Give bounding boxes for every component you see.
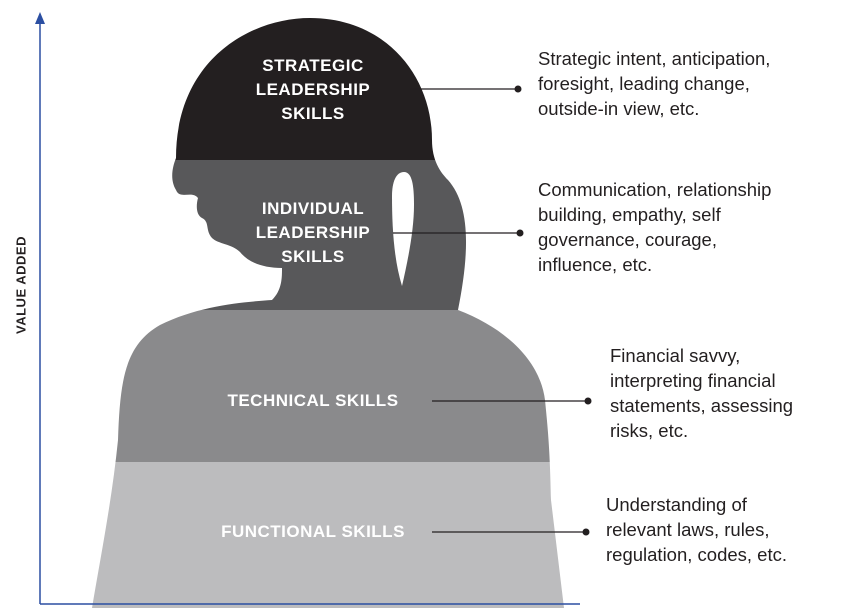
- tier-label-individual: INDIVIDUAL LEADERSHIP SKILLS: [243, 197, 383, 269]
- description-line: outside-in view, etc.: [538, 98, 700, 119]
- connector-dot-individual: [516, 229, 524, 237]
- connector-dot-technical: [584, 397, 592, 405]
- connectors: [393, 85, 592, 536]
- connector-dot-strategic: [514, 85, 522, 93]
- description-line: statements, assessing: [610, 395, 794, 416]
- tier-label-line: INDIVIDUAL: [261, 199, 365, 218]
- tier-label-functional: FUNCTIONAL SKILLS: [203, 520, 423, 544]
- description-line: relevant laws, rules,: [606, 519, 770, 540]
- description-line: Understanding of: [606, 494, 747, 515]
- description-functional: Understanding of relevant laws, rules, r…: [606, 492, 787, 567]
- tier-label-line: FUNCTIONAL SKILLS: [221, 522, 405, 541]
- connector-dot-functional: [582, 528, 590, 536]
- tier-band-technical: [92, 310, 564, 462]
- description-line: building, empathy, self: [538, 204, 721, 225]
- tier-band-functional: [92, 462, 564, 608]
- description-line: Financial savvy,: [610, 345, 741, 366]
- description-line: influence, etc.: [538, 254, 653, 275]
- earring-shape: [392, 172, 414, 286]
- description-line: regulation, codes, etc.: [606, 544, 787, 565]
- tier-label-technical: TECHNICAL SKILLS: [203, 389, 423, 413]
- description-line: Communication, relationship: [538, 179, 772, 200]
- tier-label-line: SKILLS: [281, 247, 345, 266]
- y-axis-arrow: [35, 12, 45, 24]
- description-individual: Communication, relationship building, em…: [538, 177, 771, 277]
- tier-label-line: SKILLS: [281, 104, 345, 123]
- description-line: foresight, leading change,: [538, 73, 750, 94]
- tier-label-line: LEADERSHIP: [255, 80, 371, 99]
- description-line: Strategic intent, anticipation,: [538, 48, 771, 69]
- description-line: governance, courage,: [538, 229, 717, 250]
- tier-label-strategic: STRATEGIC LEADERSHIP SKILLS: [243, 54, 383, 126]
- tier-label-line: TECHNICAL SKILLS: [227, 391, 399, 410]
- tier-label-line: LEADERSHIP: [255, 223, 371, 242]
- description-technical: Financial savvy, interpreting financial …: [610, 343, 793, 443]
- description-line: risks, etc.: [610, 420, 689, 441]
- tier-label-line: STRATEGIC: [262, 56, 364, 75]
- y-axis-label: VALUE ADDED: [13, 236, 29, 334]
- description-strategic: Strategic intent, anticipation, foresigh…: [538, 46, 770, 121]
- description-line: interpreting financial: [610, 370, 776, 391]
